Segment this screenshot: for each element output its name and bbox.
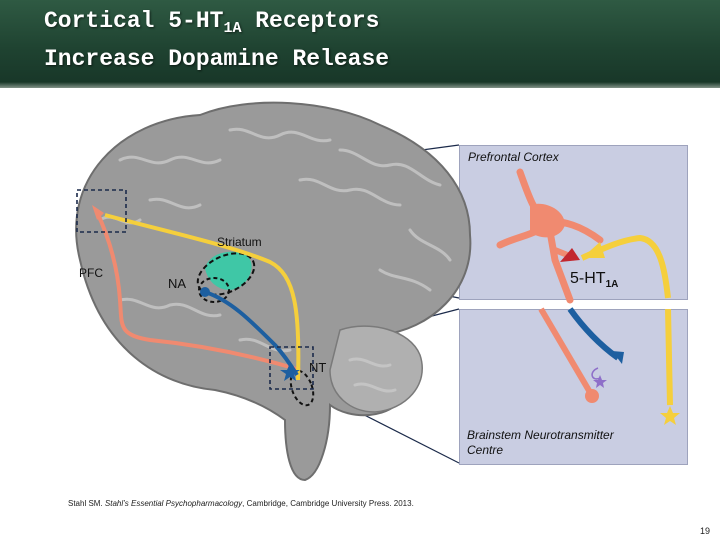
pfc-neuron-body — [92, 205, 104, 220]
na-outline — [198, 277, 230, 303]
nt-star-icon — [280, 363, 300, 381]
salmon-neuron-pathway — [95, 211, 301, 372]
title-line1-subscript: 1A — [223, 20, 242, 37]
pfc-selection-box — [76, 189, 127, 233]
title-banner — [0, 0, 720, 88]
slide-title: Cortical 5-HT1A Receptors Increase Dopam… — [44, 6, 389, 74]
pfc-label: PFC — [79, 266, 103, 280]
brain-illustration — [75, 101, 472, 482]
na-terminal — [200, 287, 210, 297]
purple-star-icon — [593, 375, 607, 388]
nt-selection-box — [269, 346, 314, 390]
cortex-neuron-illustration — [496, 168, 671, 304]
nt-label: NT — [309, 360, 327, 375]
page-number: 19 — [700, 526, 711, 536]
title-line1-text: Cortical 5-HT — [44, 8, 224, 34]
brainstem-label-line1: Brainstem Neurotransmitter — [467, 428, 614, 442]
citation: Stahl SM. Stahl’s Essential Psychopharma… — [68, 499, 414, 508]
receptor-label-subscript: 1A — [605, 279, 619, 290]
citation-publisher: , Cambridge, Cambridge University Press.… — [242, 499, 414, 508]
striatum-label: Striatum — [217, 235, 262, 249]
yellow-neuron-pathway — [104, 213, 301, 381]
receptor-label-text: 5-HT — [570, 270, 606, 287]
brainstem-neuron-illustration — [538, 307, 680, 425]
striatum-region — [205, 251, 252, 290]
title-line1-suffix: Receptors — [241, 8, 380, 34]
brainstem-label-line2: Centre — [467, 443, 504, 457]
receptor-label: 5-HT1A — [570, 270, 618, 290]
brainstem-label: Brainstem Neurotransmitter Centre — [467, 428, 614, 458]
na-label: NA — [168, 276, 187, 291]
prefrontal-cortex-label: Prefrontal Cortex — [468, 150, 559, 164]
citation-author: Stahl SM. — [68, 499, 105, 508]
citation-book-title: Stahl’s Essential Psychopharmacology — [104, 499, 243, 508]
title-line2-text: Increase Dopamine Release — [44, 46, 390, 72]
brainstem-panel — [459, 309, 688, 465]
